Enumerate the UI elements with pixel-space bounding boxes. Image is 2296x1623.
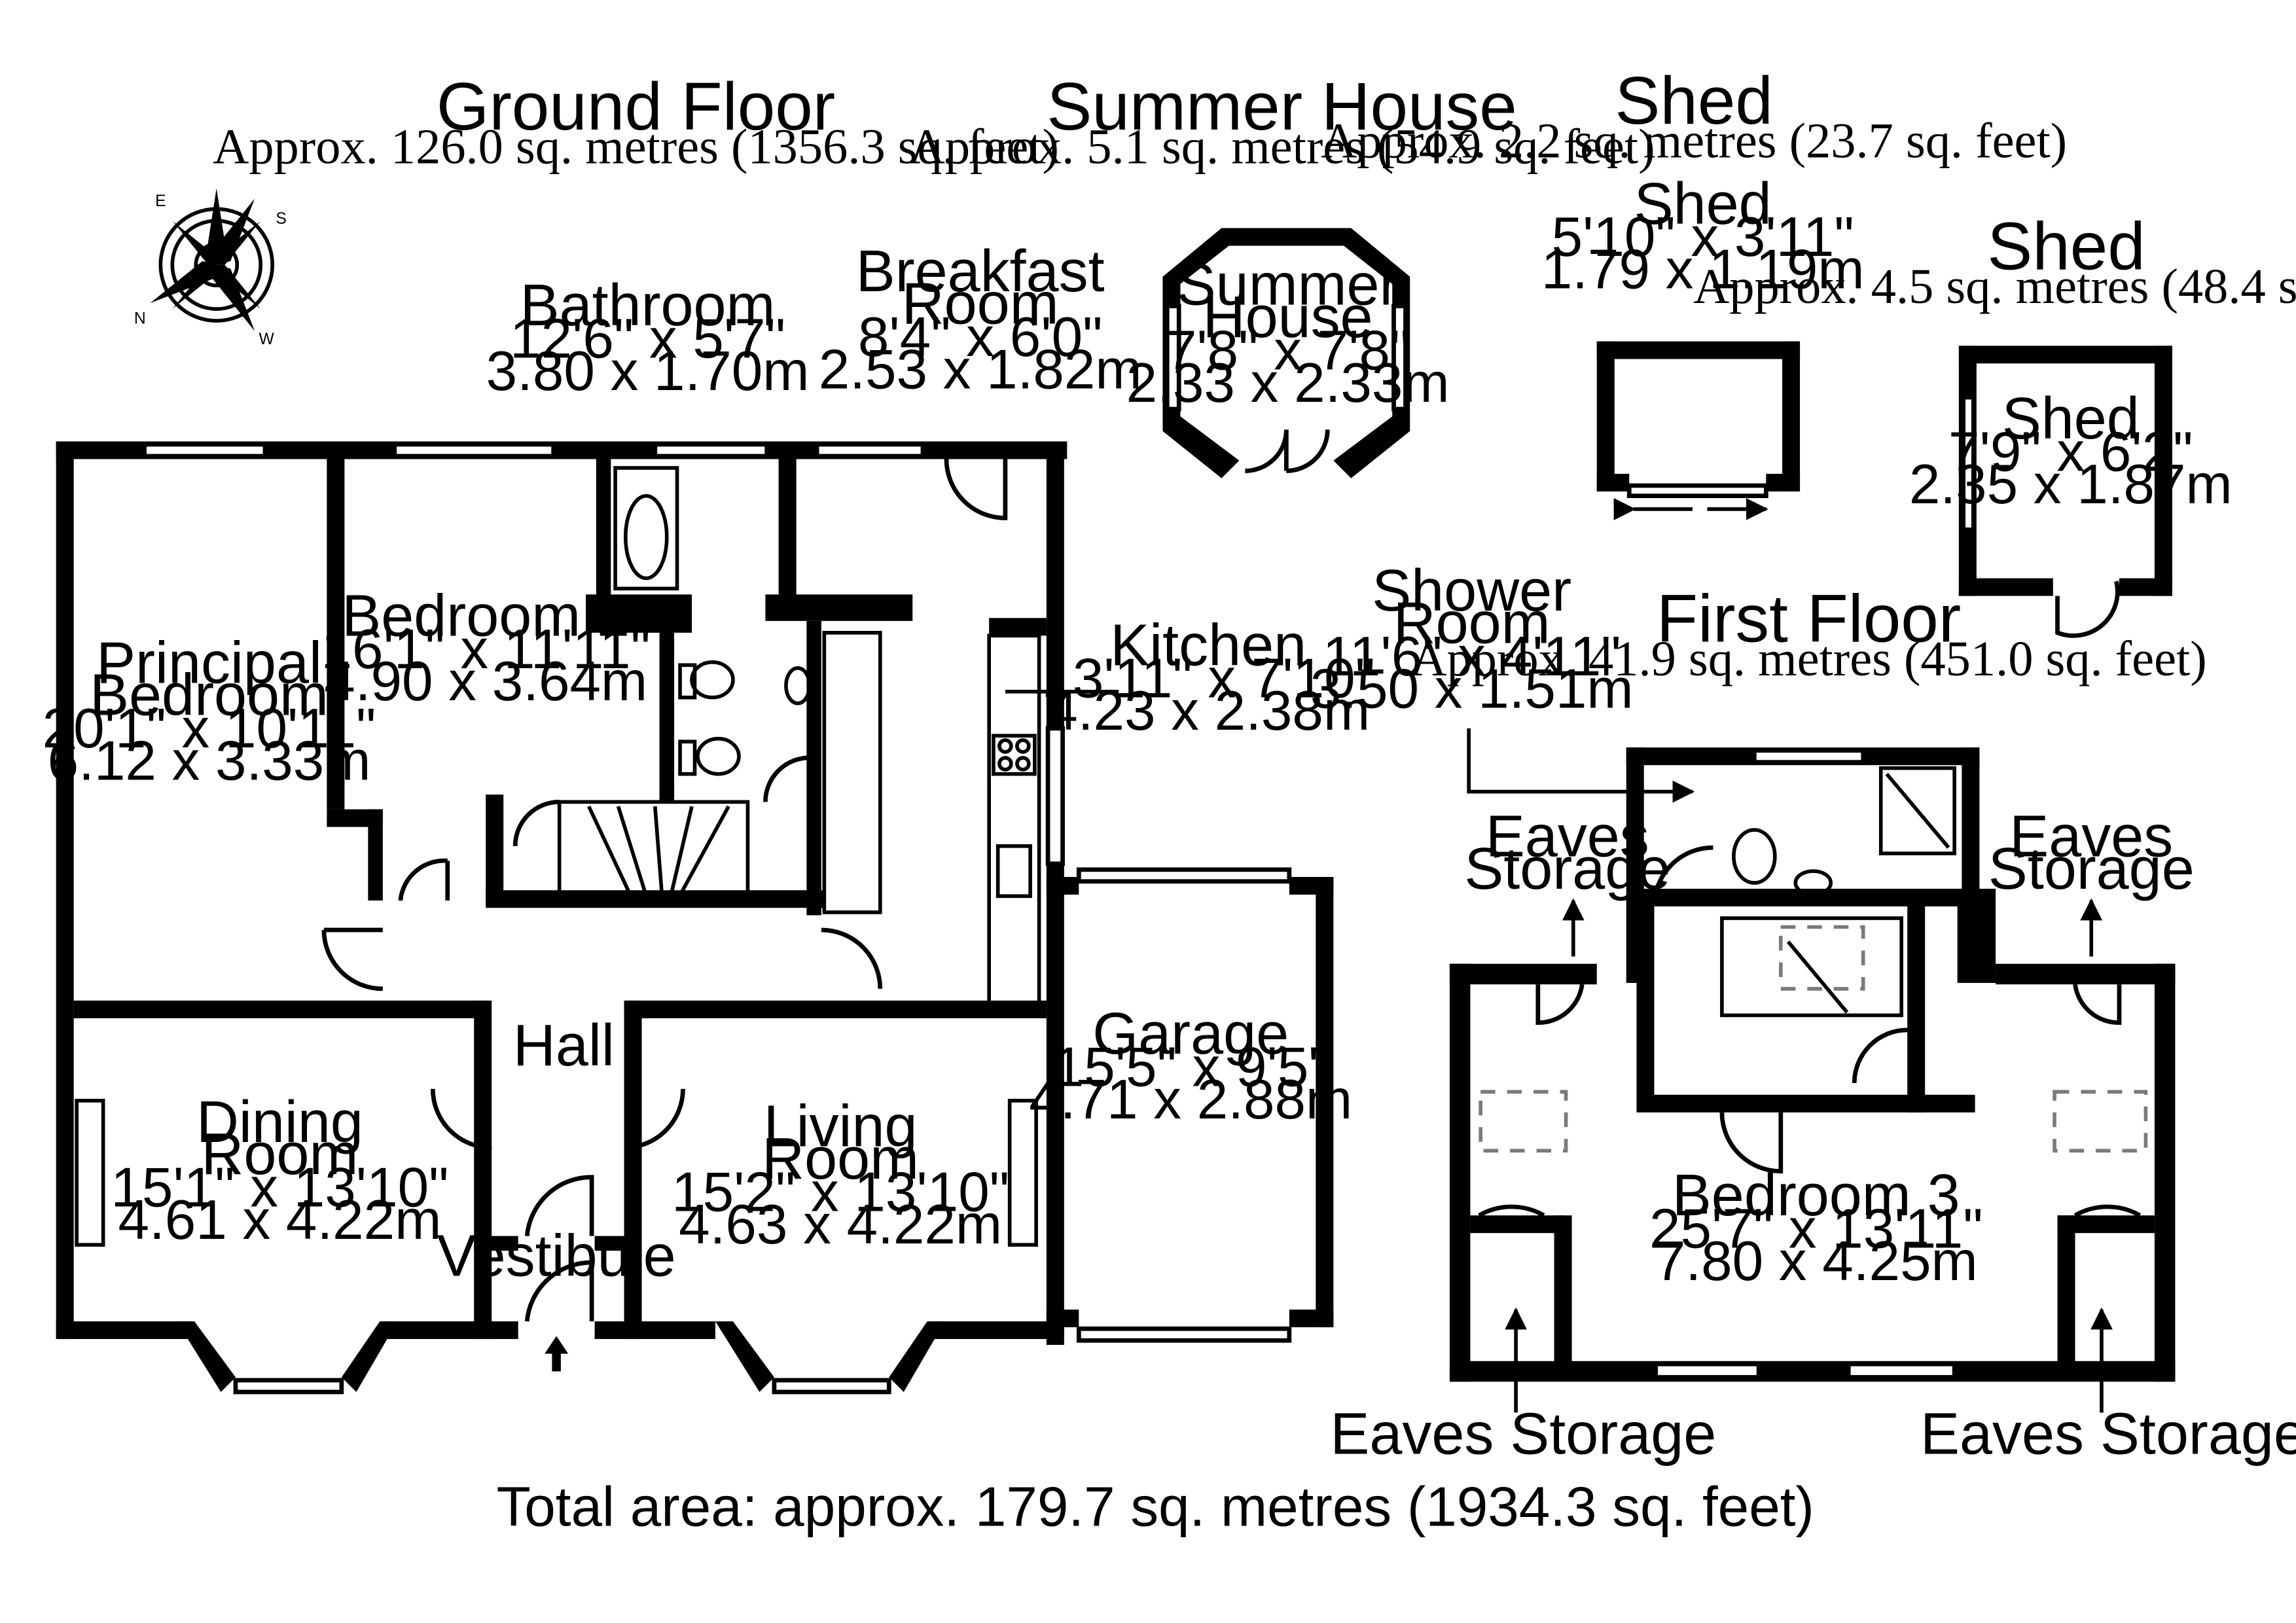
garage-plan xyxy=(1046,867,1334,1343)
room-principal-bedroom: Principal Bedroom 20'1" x 10'11" 6.12 x … xyxy=(43,630,376,792)
summer-house-heading: Summer House Approx. 5.1 sq. metres (54.… xyxy=(909,68,1655,175)
eaves-upper-left-line1: Eaves xyxy=(1486,804,1649,870)
shed-1-imperial: 5'10" x 3'11" xyxy=(1552,206,1854,268)
shed-2-imperial: 7'9" x 6'2" xyxy=(1948,421,2193,483)
breakfast-room-metric: 2.53 x 1.82m xyxy=(819,339,1142,401)
summer-house-title: Summer House xyxy=(1047,68,1516,144)
garage-name: Garage xyxy=(1092,1001,1289,1067)
principal-bedroom-name-line2: Bedroom xyxy=(90,663,329,728)
label-eaves-lower-right: Eaves Storage xyxy=(1920,1401,2296,1467)
room-vestibule: Vestibule xyxy=(437,1223,676,1289)
bedroom-2-name: Bedroom 2 xyxy=(342,583,630,649)
first-floor-area: Approx. 41.9 sq. metres (451.0 sq. feet) xyxy=(1410,631,2206,687)
room-hall: Hall xyxy=(513,1013,615,1079)
room-shed-1: Shed 5'10" x 3'11" 1.79 x 1.19m xyxy=(1541,171,1865,301)
ground-floor-title: Ground Floor xyxy=(437,68,835,144)
room-bathroom: Bathroom 12'6" x 5'7" 3.80 x 1.70m xyxy=(486,273,810,402)
bathroom-metric: 3.80 x 1.70m xyxy=(486,340,810,402)
kitchen-name: Kitchen xyxy=(1110,613,1306,678)
entrance-arrow-icon xyxy=(545,1336,569,1372)
ground-floor-area: Approx. 126.0 sq. metres (1356.3 sq. fee… xyxy=(213,119,1059,175)
shed-1-name: Shed xyxy=(1634,171,1772,237)
dining-room-name-line2: Room xyxy=(201,1122,358,1187)
shed-1-area: Approx. 2.2 sq. metres (23.7 sq. feet) xyxy=(1321,113,2067,169)
eaves-upper-left-line2: Storage xyxy=(1464,836,1670,902)
room-summer-house: Summer House 7'8" x 7'8" 2.33 x 2.33m xyxy=(1126,252,1450,414)
compass-s-label: S xyxy=(276,210,286,228)
shower-room-name-line2: Room xyxy=(1393,591,1551,656)
living-room-name-line1: Living xyxy=(764,1094,918,1160)
shower-room-imperial: 11'6" x 4'11" xyxy=(1323,626,1621,688)
summer-house-plan xyxy=(1162,228,1410,478)
room-breakfast-room: Breakfast Room 8'4" x 6'0" 2.53 x 1.82m xyxy=(819,239,1142,401)
room-dining-room: Dining Room 15'1" x 13'10" 4.61 x 4.22m xyxy=(111,1090,448,1251)
bedroom-2-imperial: 16'1" x 11'11" xyxy=(321,618,651,681)
summer-house-name-line1: Summer xyxy=(1177,252,1399,317)
shed-2-name: Shed xyxy=(2002,386,2140,452)
summer-house-imperial: 7'8" x 7'8" xyxy=(1166,319,1410,382)
eaves-upper-right-line1: Eaves xyxy=(2009,804,2173,870)
label-eaves-lower-left: Eaves Storage xyxy=(1330,1401,1716,1467)
breakfast-room-imperial: 8'4" x 6'0" xyxy=(858,306,1102,368)
shed-1-heading: Shed Approx. 2.2 sq. metres (23.7 sq. fe… xyxy=(1321,62,2067,169)
principal-bedroom-name-line1: Principal xyxy=(96,630,322,696)
living-room-imperial: 15'2" x 13'10" xyxy=(672,1161,1009,1223)
bathroom-imperial: 12'6" x 5'7" xyxy=(510,308,785,370)
breakfast-room-name-line2: Room xyxy=(902,272,1059,337)
first-floor-plan xyxy=(1449,728,2176,1413)
room-bedroom-3: Bedroom 3 25'7" x 13'11" 7.80 x 4.25m xyxy=(1649,1163,1983,1293)
garage-metric: 4.71 x 2.88m xyxy=(1029,1069,1352,1131)
room-shower-room: Shower Room 11'6" x 4'11" 3.50 x 1.51m xyxy=(1310,558,1634,720)
eaves-upper-right-line2: Storage xyxy=(1988,836,2195,902)
shed-1-title: Shed xyxy=(1615,62,1773,138)
principal-bedroom-metric: 6.12 x 3.33m xyxy=(48,730,371,793)
summer-house-metric: 2.33 x 2.33m xyxy=(1126,352,1450,414)
compass-e-label: E xyxy=(155,192,166,210)
shed-2-title: Shed xyxy=(1987,207,2145,283)
dining-room-name-line1: Dining xyxy=(196,1090,363,1155)
first-floor-title: First Floor xyxy=(1657,580,1961,656)
bathroom-name: Bathroom xyxy=(520,273,776,338)
room-kitchen: Kitchen 13'11" x 7'10" 4.23 x 2.38m xyxy=(1041,613,1375,742)
shed-1-metric: 1.79 x 1.19m xyxy=(1541,239,1865,301)
dining-room-metric: 4.61 x 4.22m xyxy=(118,1189,442,1251)
compass-n-label: N xyxy=(134,310,146,328)
total-area: Total area: approx. 179.7 sq. metres (19… xyxy=(497,1476,1814,1539)
bedroom-3-imperial: 25'7" x 13'11" xyxy=(1649,1198,1983,1260)
first-floor-heading: First Floor Approx. 41.9 sq. metres (451… xyxy=(1410,580,2206,687)
room-living-room: Living Room 15'2" x 13'10" 4.63 x 4.22m xyxy=(672,1094,1009,1256)
kitchen-metric: 4.23 x 2.38m xyxy=(1047,680,1370,742)
shed-1-plan xyxy=(1596,341,1801,520)
shed-2-metric: 2.35 x 1.87m xyxy=(1909,454,2233,516)
living-room-metric: 4.63 x 4.22m xyxy=(679,1194,1002,1256)
compass-w-label: W xyxy=(259,330,275,348)
bedroom-2-metric: 4.90 x 3.64m xyxy=(324,651,647,713)
hall-name: Hall xyxy=(513,1013,615,1079)
shower-room-name-line1: Shower xyxy=(1372,558,1571,624)
compass-rose-icon: N E S W xyxy=(134,188,287,348)
summer-house-area: Approx. 5.1 sq. metres (54.9 sq. feet) xyxy=(909,119,1655,175)
dining-room-imperial: 15'1" x 13'10" xyxy=(111,1157,448,1219)
shed-2-heading: Shed Approx. 4.5 sq. metres (48.4 sq. fe… xyxy=(1693,207,2296,314)
room-shed-2: Shed 7'9" x 6'2" 2.35 x 1.87m xyxy=(1909,386,2233,516)
principal-bedroom-imperial: 20'1" x 10'11" xyxy=(43,698,376,760)
shower-room-metric: 3.50 x 1.51m xyxy=(1310,658,1634,720)
breakfast-room-name-line1: Breakfast xyxy=(856,239,1105,304)
living-room-name-line2: Room xyxy=(762,1126,919,1192)
summer-house-name-line2: House xyxy=(1203,285,1373,350)
bedroom-3-name: Bedroom 3 xyxy=(1672,1163,1960,1228)
garage-imperial: 15'5" x 9'5" xyxy=(1053,1036,1329,1098)
kitchen-imperial: 13'11" x 7'10" xyxy=(1041,648,1375,710)
label-eaves-upper-left: Eaves Storage xyxy=(1464,804,1670,902)
bedroom-3-metric: 7.80 x 4.25m xyxy=(1655,1230,1978,1293)
ground-floor-plan xyxy=(56,441,1119,1395)
room-garage: Garage 15'5" x 9'5" 4.71 x 2.88m xyxy=(1029,1001,1352,1131)
room-bedroom-2: Bedroom 2 16'1" x 11'11" 4.90 x 3.64m xyxy=(321,583,651,713)
vestibule-name: Vestibule xyxy=(437,1223,676,1289)
ground-floor-heading: Ground Floor Approx. 126.0 sq. metres (1… xyxy=(213,68,1059,175)
label-eaves-upper-right: Eaves Storage xyxy=(1988,804,2195,902)
shed-2-plan xyxy=(1958,346,2172,638)
shed-2-area: Approx. 4.5 sq. metres (48.4 sq. feet) xyxy=(1693,259,2296,314)
